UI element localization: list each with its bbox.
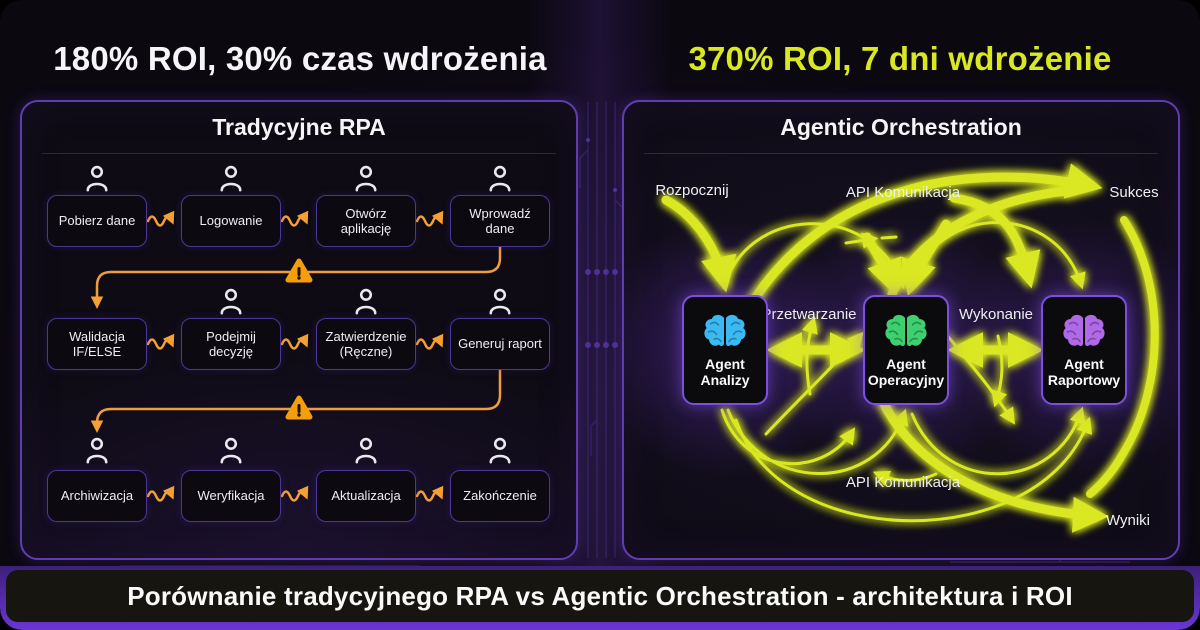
agent-label: Agent Analizy [700,355,750,388]
agent-label: Agent Raportowy [1047,355,1121,388]
brain-icon [703,313,747,347]
rpa-step: Podejmij decyzję [181,318,281,370]
person-icon [86,437,108,464]
success-label: Sukces [1109,184,1159,201]
person-icon [355,288,377,315]
agent-card-analizy: Agent Analizy [682,295,768,405]
person-icon [86,165,108,192]
processing-label: Przetwarzanie [761,306,857,323]
person-icon [220,288,242,315]
row-connectors [90,247,502,433]
warning-icon [285,258,313,283]
caption-bar: Porównanie tradycyjnego RPA vs Agentic O… [6,570,1194,622]
person-icon [489,165,511,192]
rpa-step: Zakończenie [450,470,550,522]
agent-label: Agent Operacyjny [867,355,945,388]
person-icon [355,165,377,192]
results-label: Wyniki [1105,512,1151,529]
agentic-panel-title: Agentic Orchestration [644,114,1158,154]
brain-icon [884,313,928,347]
warning-icon [285,395,313,420]
rpa-headline: 180% ROI, 30% czas wdrożenia [53,40,547,77]
agentic-headline: 370% ROI, 7 dni wdrożenie [688,40,1112,77]
rpa-step: Otwórz aplikację [316,195,416,247]
rpa-step: Generuj raport [450,318,550,370]
execution-label: Wykonanie [958,306,1034,323]
rpa-step: Logowanie [181,195,281,247]
api-communication-bottom-label: API Komunikacja [845,474,961,491]
person-icon [489,437,511,464]
rpa-step: Wprowadź dane [450,195,550,247]
rpa-step: Walidacja IF/ELSE [47,318,147,370]
person-icon [489,288,511,315]
rpa-panel-title: Tradycyjne RPA [42,114,556,154]
agent-card-raportowy: Agent Raportowy [1041,295,1127,405]
person-icon [220,437,242,464]
rpa-step: Pobierz dane [47,195,147,247]
rpa-step: Archiwizacja [47,470,147,522]
rpa-panel: Tradycyjne RPA [20,100,578,560]
rpa-step: Aktualizacja [316,470,416,522]
person-icon [355,437,377,464]
api-communication-top-label: API Komunikacja [845,184,961,201]
caption-text: Porównanie tradycyjnego RPA vs Agentic O… [127,580,1073,611]
rpa-step: Zatwierdzenie (Ręczne) [316,318,416,370]
rpa-step: Weryfikacja [181,470,281,522]
start-label: Rozpocznij [655,182,729,199]
agentic-panel: Agentic Orchestration [622,100,1180,560]
agent-card-operacyjny: Agent Operacyjny [863,295,949,405]
person-icon [220,165,242,192]
brain-icon [1062,313,1106,347]
